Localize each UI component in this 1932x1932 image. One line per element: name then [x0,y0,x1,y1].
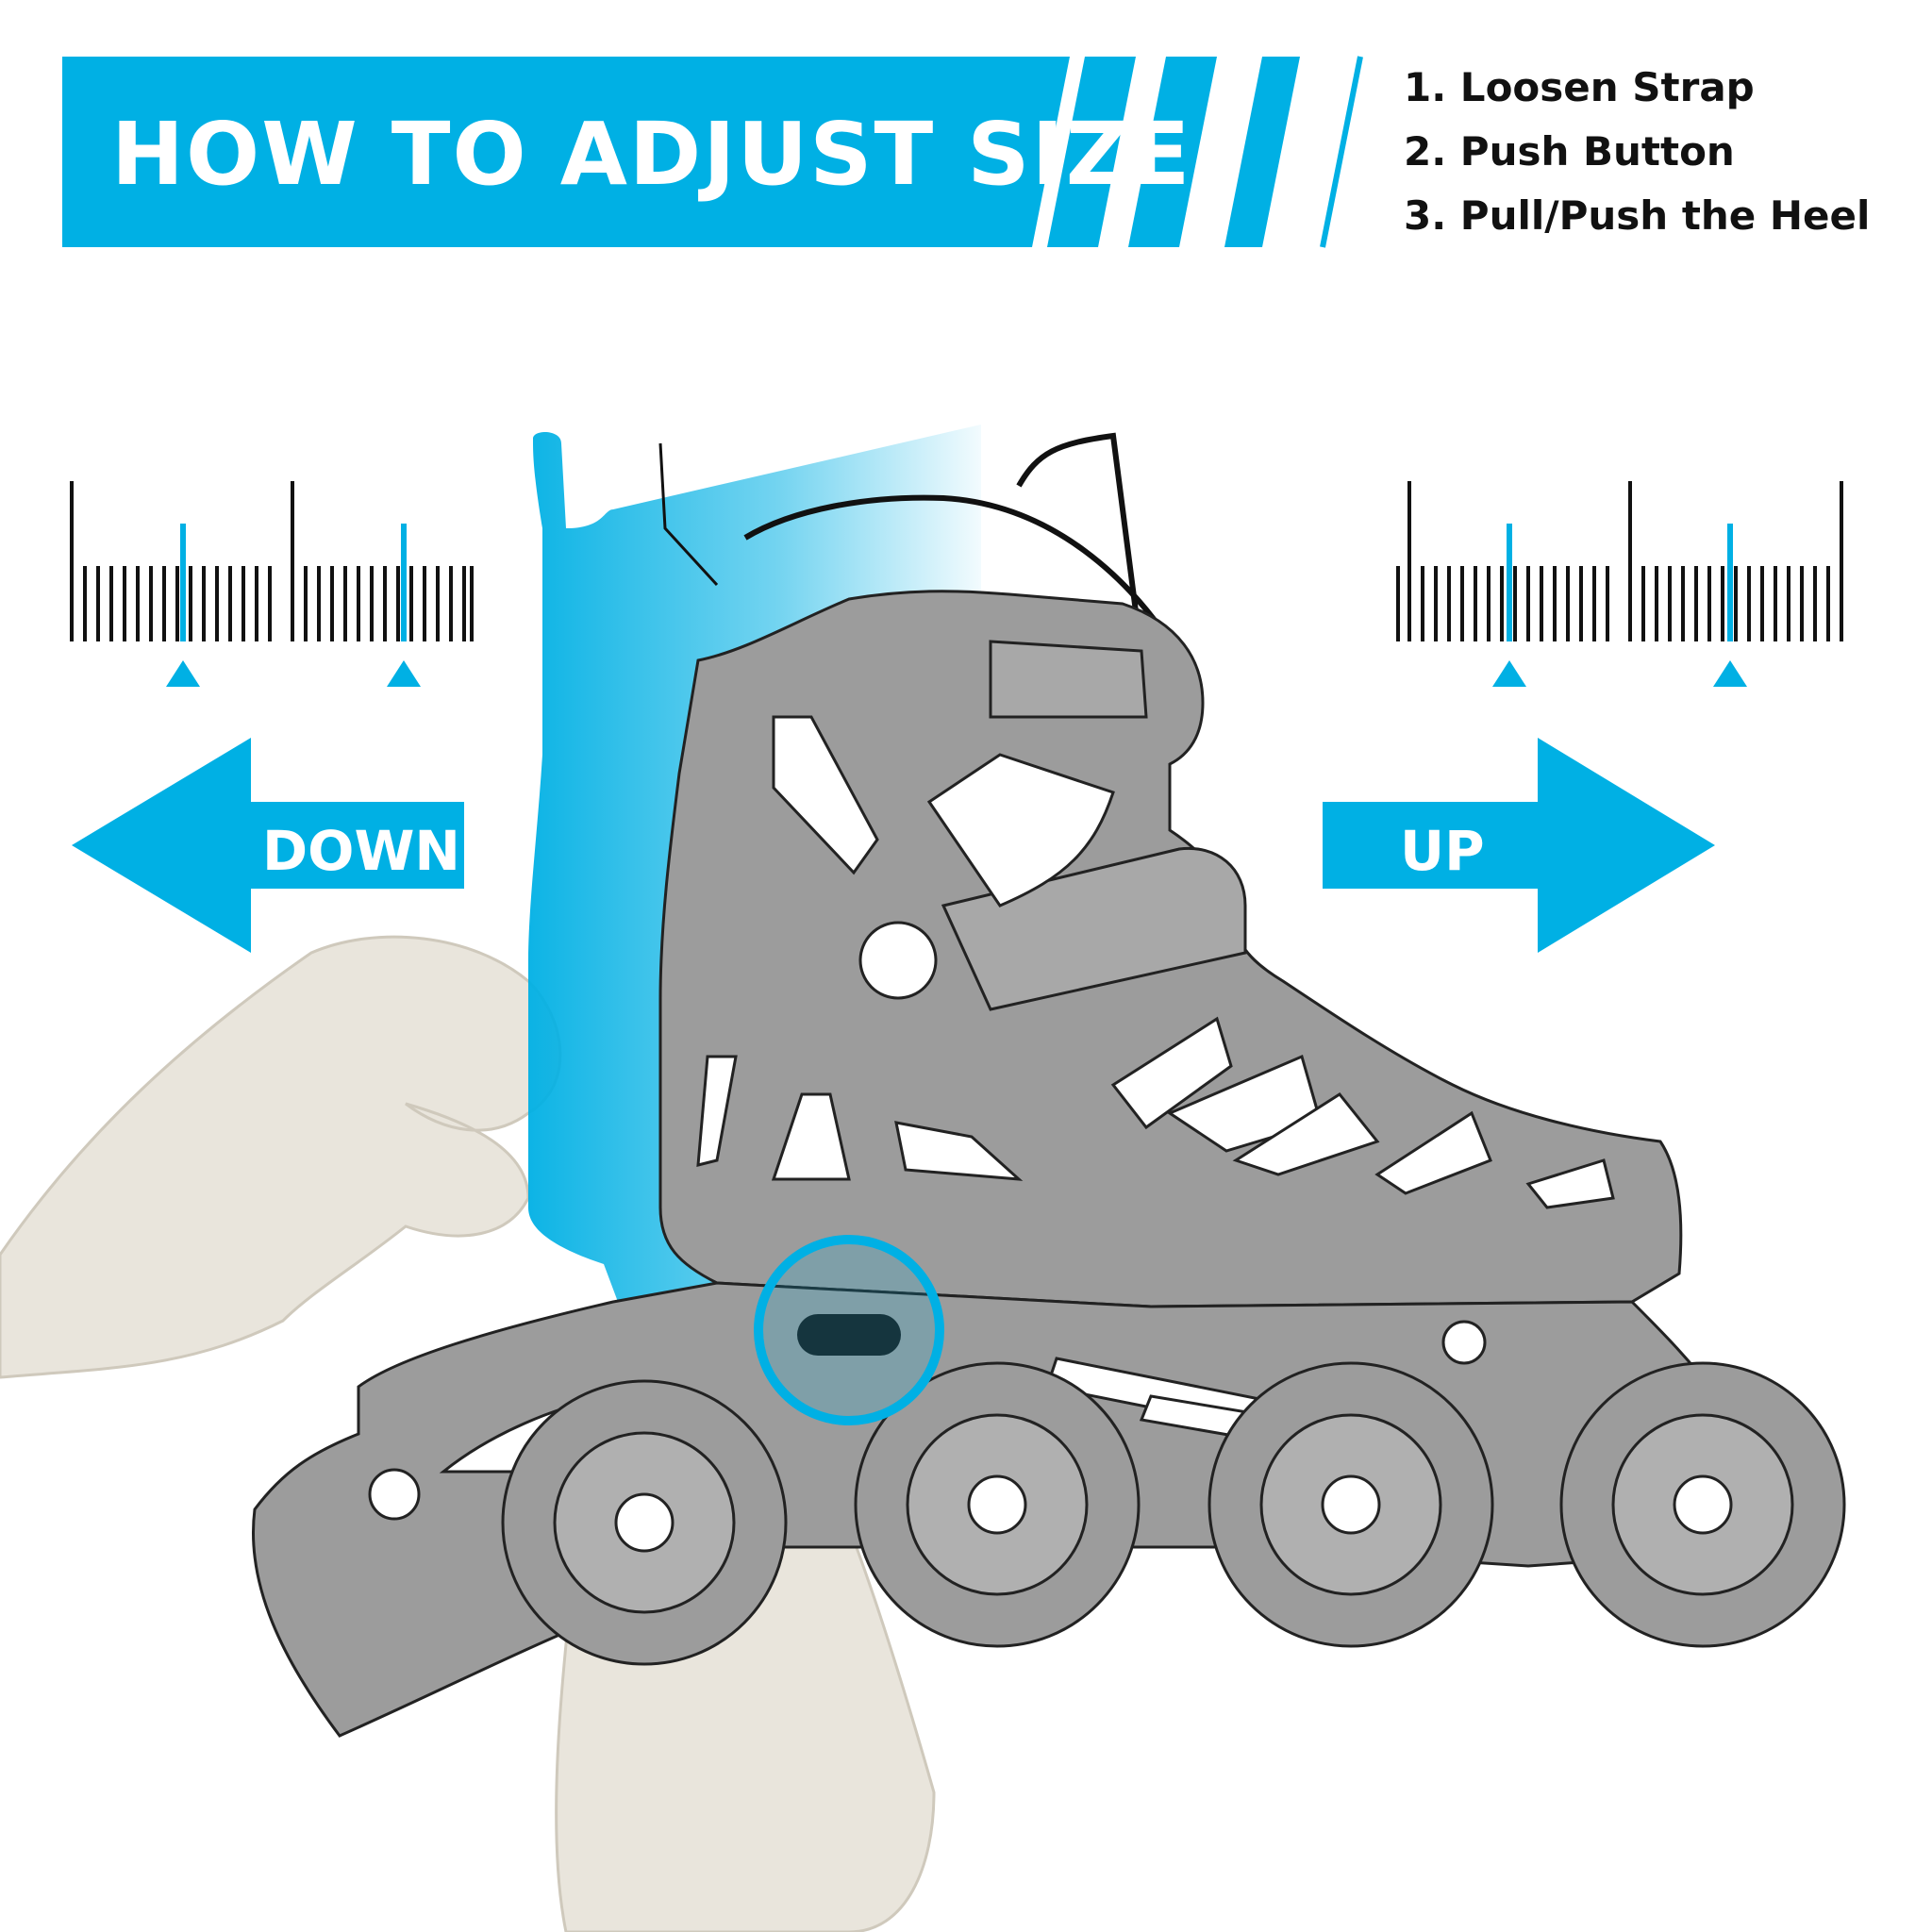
wheel-4 [1559,1361,1846,1648]
skate-boot [658,590,1683,1308]
skate-wheels [368,1320,1846,1666]
banner-stripe-3 [1224,57,1300,247]
wheel-2 [854,1361,1141,1648]
up-arrow-label: UP [1400,819,1485,883]
arrow-right-icon [1323,738,1715,953]
header-banner [62,56,1363,248]
left-size-scale [70,481,474,687]
instruction-step-2: 2. Push Button [1404,128,1735,175]
wheel-3 [1208,1361,1494,1648]
frame-bolt [1441,1320,1487,1365]
button-highlight-icon [754,1235,944,1425]
down-arrow-label: DOWN [262,819,460,883]
wheel-1 [501,1379,788,1666]
boot-cutouts [696,715,1615,1209]
banner-stripe-2 [1128,57,1217,247]
page-title: HOW TO ADJUST SIZE [111,104,1192,205]
banner-stripe-1 [1047,57,1136,247]
banner-divider [1320,56,1363,248]
right-size-scale [1396,481,1843,687]
arrow-left-icon [72,738,464,953]
heel-axle [368,1468,421,1521]
instruction-step-1: 1. Loosen Strap [1404,64,1755,110]
instruction-step-3: 3. Pull/Push the Heel [1404,192,1871,239]
